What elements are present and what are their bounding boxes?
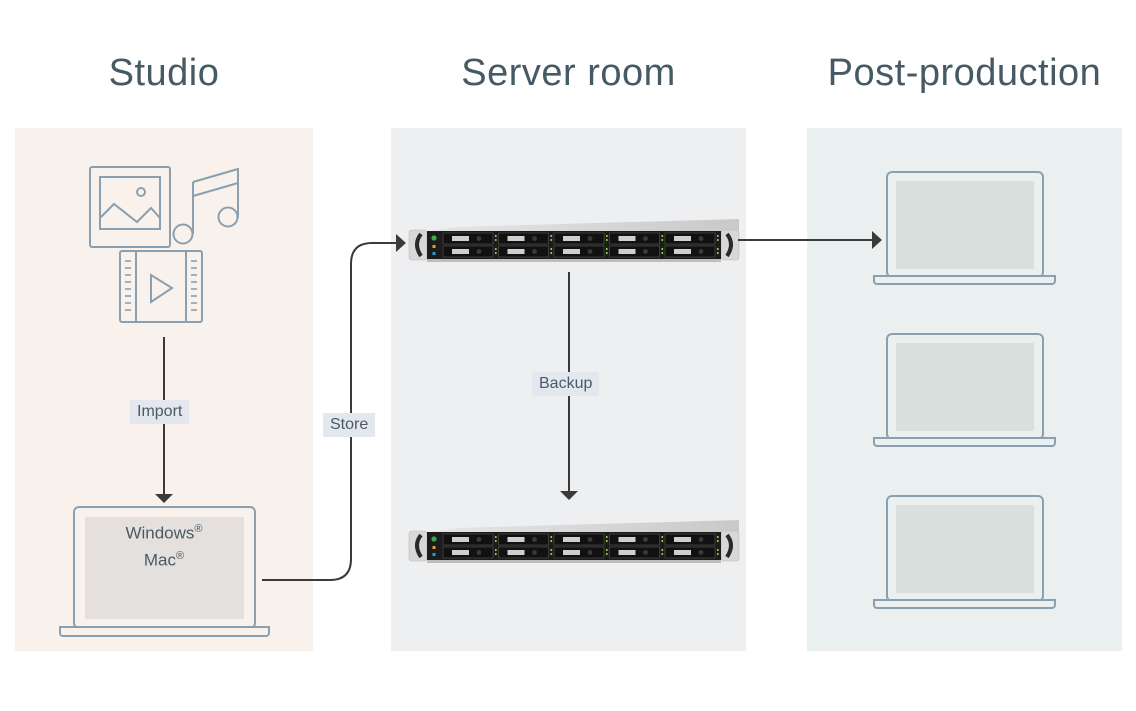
drive-bay [442,245,498,258]
drive-bay [664,533,720,546]
drive-bay [498,232,553,245]
drive-bay [553,546,609,559]
drive-bay [553,533,609,546]
drive-bay [664,232,720,245]
section-title-server-room: Server room [461,52,676,94]
music-note-icon [172,167,239,245]
drive-bay [609,245,664,258]
backup-nas-server [407,518,741,565]
import-label: Import [130,400,190,424]
drive-bay [609,232,664,245]
os-windows: Windows [125,523,195,543]
store-arrow [262,234,406,581]
drive-bay [442,546,498,559]
studio-laptop-icon [59,506,270,637]
post-production-laptop-icon [873,171,1056,285]
drive-bay [664,245,720,258]
image-icon [89,166,171,248]
post-production-laptop-icon [873,333,1056,447]
drive-bay [553,232,609,245]
drive-bay [498,546,553,559]
drive-bay [498,245,553,258]
drive-bay [553,245,609,258]
os-mac: Mac [143,550,176,570]
primary-nas-server [407,217,741,264]
section-title-post-production: Post-production [827,52,1102,94]
video-film-icon [119,250,203,323]
post-production-laptop-icon [873,495,1056,609]
registered-mark: ® [176,549,185,562]
workstation-os-label: Windows® Mac® [84,518,244,571]
store-label: Store [323,413,376,437]
drive-bay [609,533,664,546]
distribute-arrow [738,231,882,249]
drive-bay [609,546,664,559]
drive-bay [664,546,720,559]
backup-label: Backup [532,372,600,396]
drive-bay [498,533,553,546]
section-title-studio: Studio [108,52,220,94]
registered-mark: ® [194,523,203,535]
drive-bay [442,232,498,245]
drive-bay [442,533,498,546]
